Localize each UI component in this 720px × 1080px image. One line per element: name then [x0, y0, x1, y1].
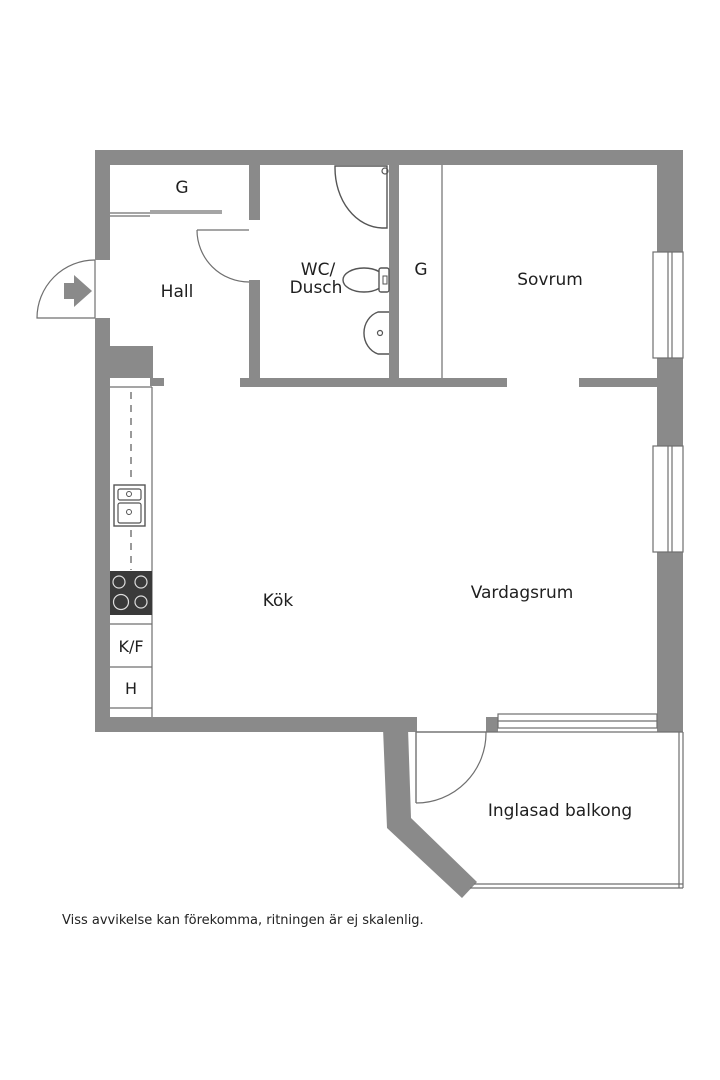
exterior-walls: [95, 150, 683, 898]
doors: [36, 229, 487, 804]
sink-icon: [113, 484, 146, 527]
appliance-boxes: [110, 623, 152, 668]
kitchen-counter: [110, 386, 153, 717]
appliance-label-fridge-freezer: K/F: [118, 637, 143, 656]
room-label-wc-line2: Dusch: [290, 278, 343, 298]
toilet-icon: [342, 267, 390, 293]
room-label-balkong: Inglasad balkong: [488, 801, 632, 821]
room-label-bedroom-wardrobe: G: [414, 260, 427, 280]
shower-icon: [334, 165, 389, 229]
room-label-hall: Hall: [161, 282, 194, 302]
room-label-vardagsrum: Vardagsrum: [471, 583, 574, 603]
appliance-label-cabinet: H: [125, 679, 137, 698]
room-label-wc-line1: WC/: [301, 260, 336, 280]
room-label-hall-wardrobe: G: [175, 178, 188, 198]
room-label-sovrum: Sovrum: [517, 270, 583, 290]
entrance-arrow-icon: [64, 275, 92, 307]
room-label-kok: Kök: [263, 591, 294, 611]
disclaimer-text: Viss avvikelse kan förekomma, ritningen …: [62, 913, 424, 928]
washbasin-icon: [363, 311, 389, 355]
hall-wardrobe: [110, 210, 222, 217]
interior-walls: [240, 165, 657, 387]
stove-icon: [110, 571, 152, 615]
windows: [417, 251, 684, 889]
